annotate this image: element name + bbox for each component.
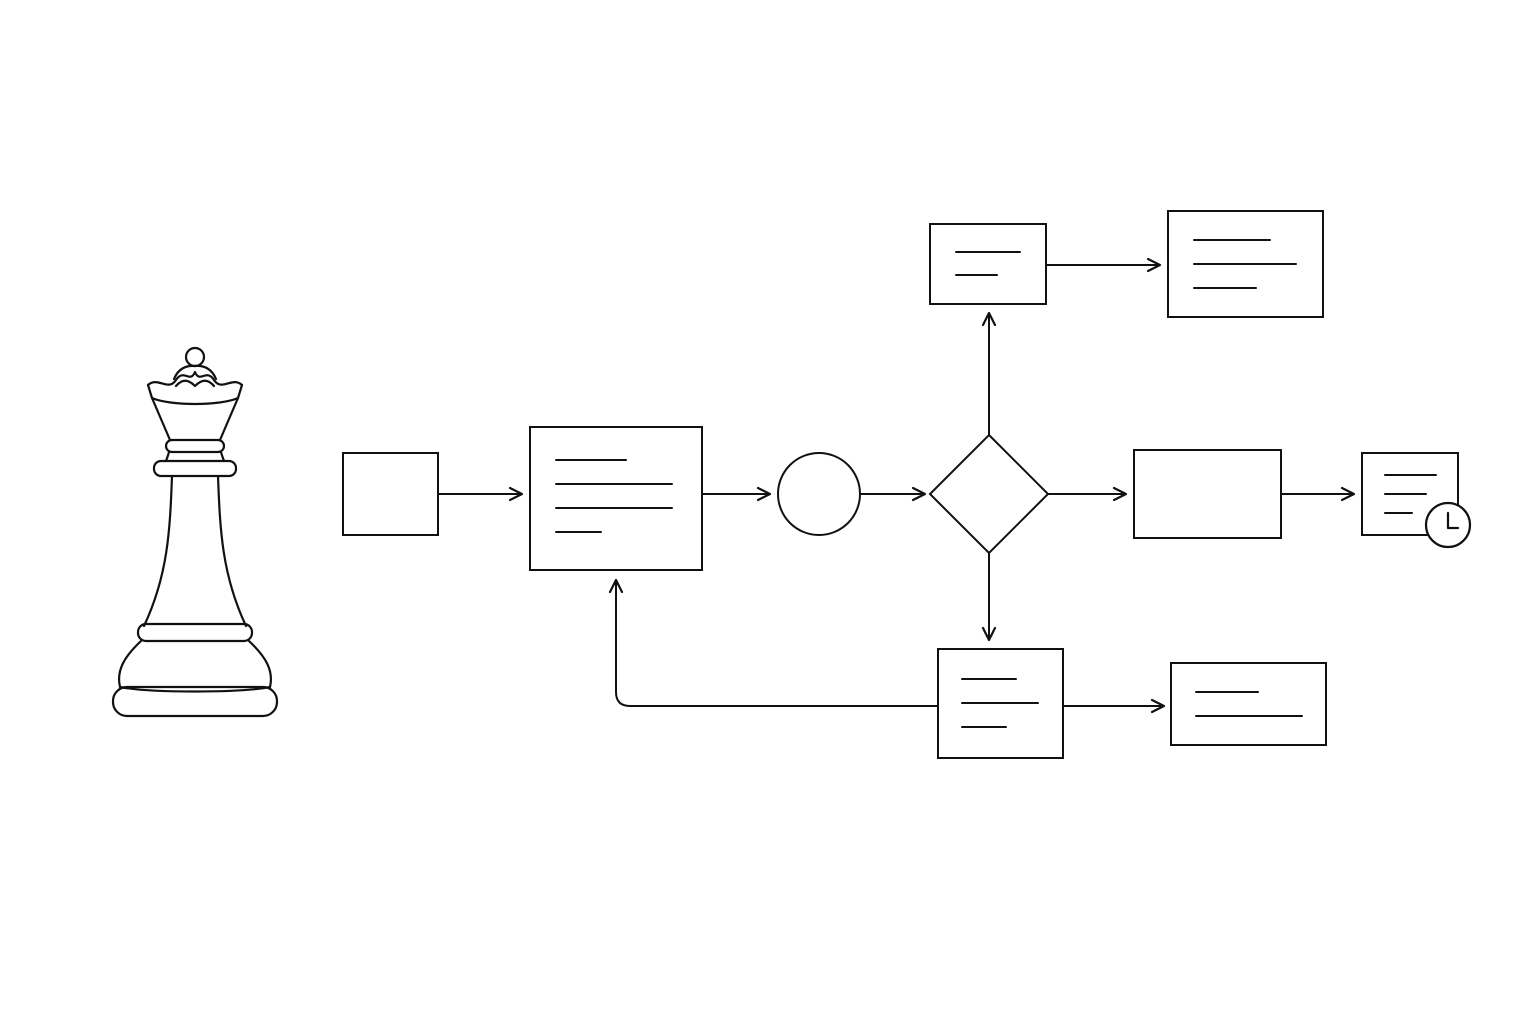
node-process-main bbox=[529, 426, 703, 571]
connectors bbox=[438, 257, 1356, 714]
node-branch-middle bbox=[1133, 449, 1282, 539]
node-result-bottom bbox=[1170, 662, 1327, 746]
node-decision bbox=[928, 433, 1050, 555]
node-branch-top bbox=[929, 223, 1047, 305]
node-result-top bbox=[1167, 210, 1324, 318]
node-branch-bottom bbox=[937, 648, 1064, 759]
node-timed-result bbox=[1361, 452, 1472, 549]
edge-loop-back-to-process bbox=[608, 578, 938, 707]
clock-icon bbox=[1424, 501, 1472, 549]
chess-queen-icon bbox=[111, 346, 279, 718]
node-junction bbox=[777, 452, 861, 536]
node-start bbox=[342, 452, 439, 536]
